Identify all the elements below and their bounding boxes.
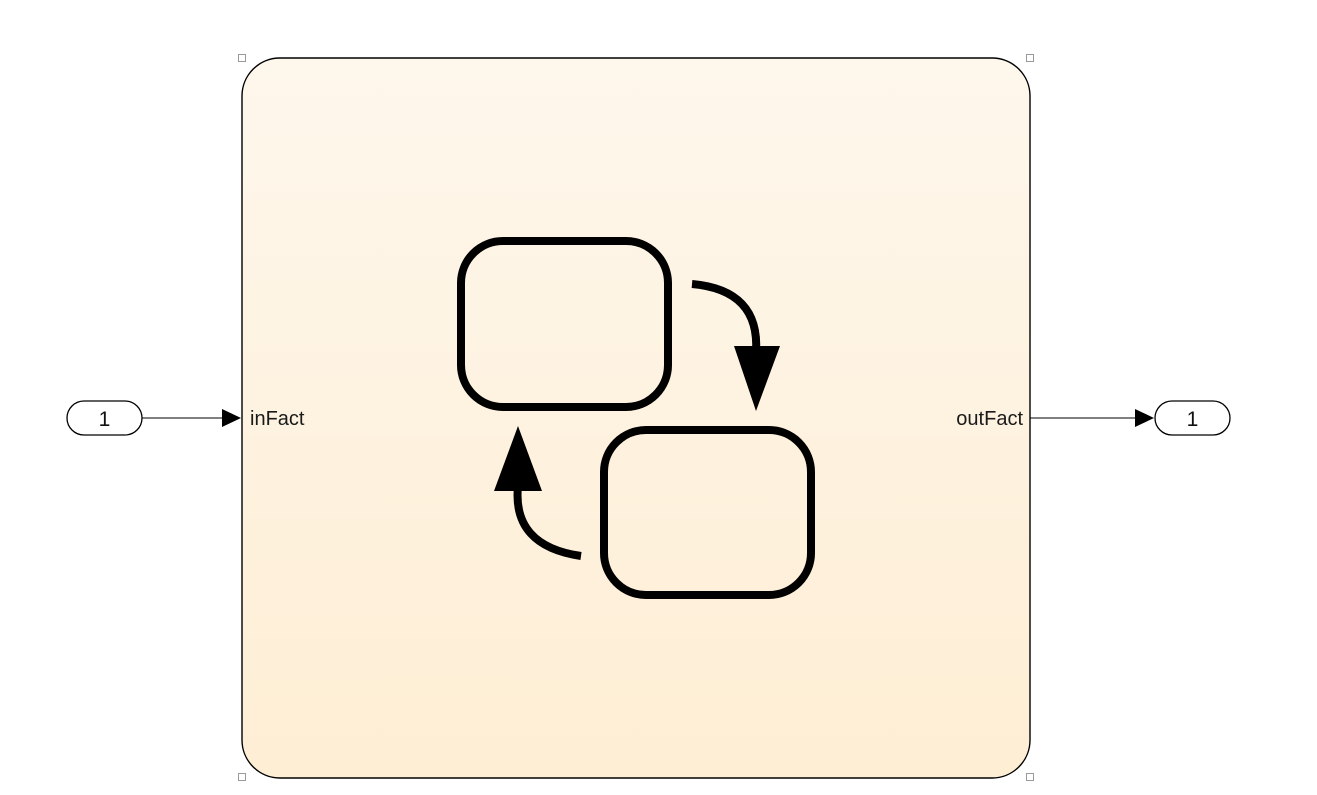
selection-handles[interactable]: [238, 54, 1034, 781]
output-arrowhead: [1135, 409, 1154, 427]
transition-arrow-right-icon: [691, 280, 761, 353]
handle-top-left[interactable]: [238, 54, 246, 62]
output-port-label: outFact: [956, 408, 1023, 430]
inport-number: 1: [99, 408, 111, 431]
inport-block[interactable]: 1: [66, 400, 143, 436]
handle-top-right[interactable]: [1026, 54, 1034, 62]
stateflow-chart-block[interactable]: inFact outFact: [238, 54, 1034, 781]
input-port-label: inFact: [250, 408, 305, 430]
handle-bottom-left[interactable]: [238, 773, 246, 781]
state-box-top-icon: [457, 237, 672, 411]
outport-number: 1: [1187, 408, 1199, 431]
input-signal-line[interactable]: [142, 409, 241, 427]
output-signal-line[interactable]: [1030, 409, 1154, 427]
handle-bottom-right[interactable]: [1026, 773, 1034, 781]
transition-arrowhead-right-icon: [734, 346, 780, 411]
transition-arrowhead-left-icon: [494, 426, 542, 491]
stateflow-chart-icon: [457, 237, 815, 599]
state-box-bottom-icon: [600, 426, 815, 599]
transition-arrow-left-icon: [513, 485, 582, 560]
input-arrowhead: [222, 409, 241, 427]
outport-block[interactable]: 1: [1154, 400, 1231, 436]
